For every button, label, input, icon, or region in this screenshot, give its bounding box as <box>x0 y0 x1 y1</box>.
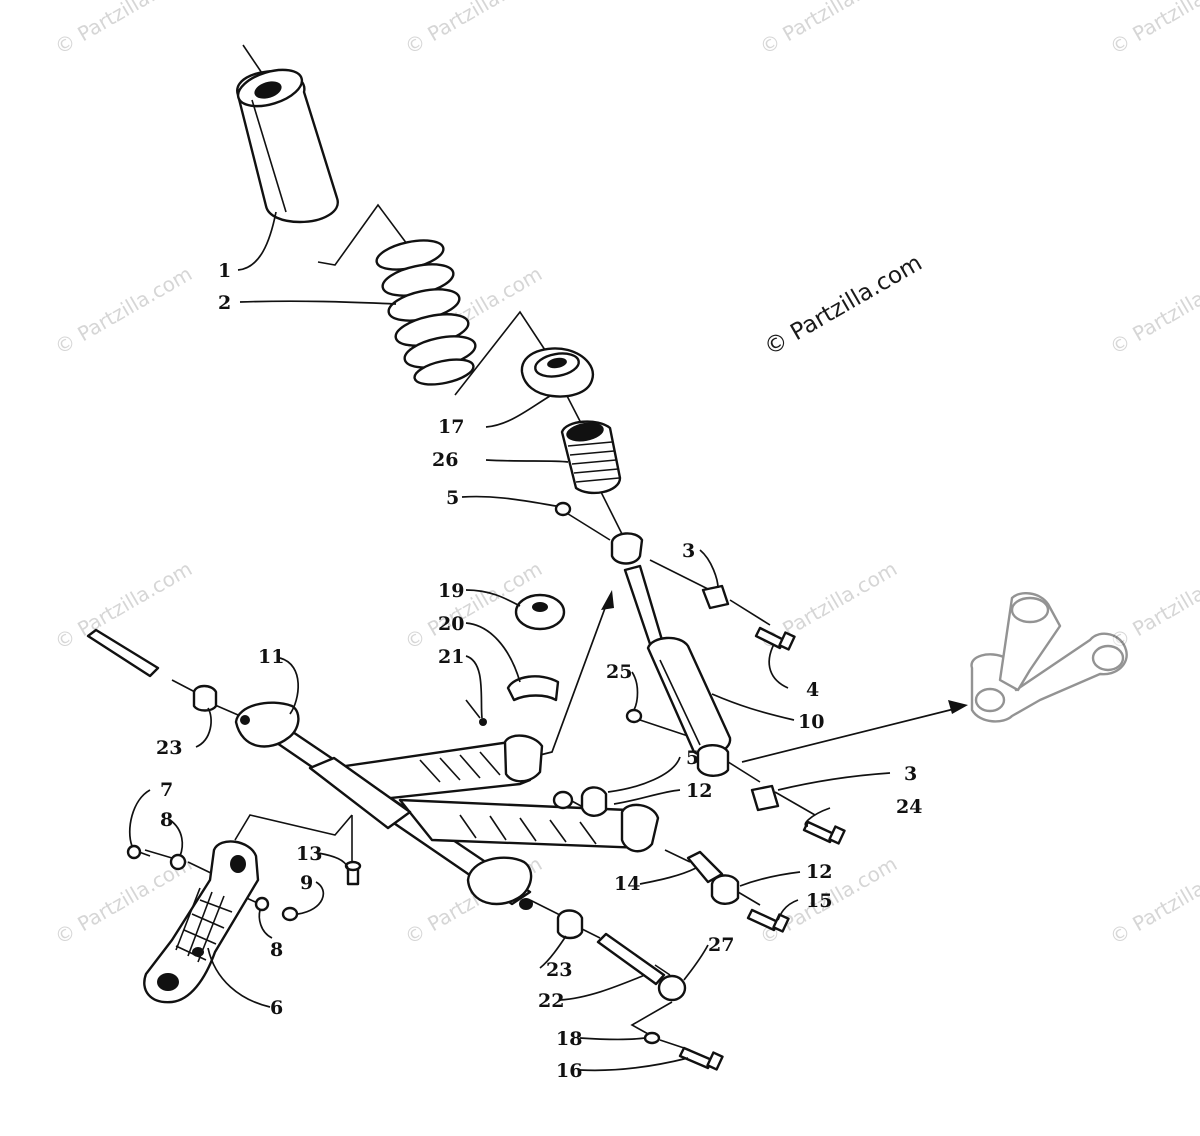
bolt-part <box>126 844 151 860</box>
pin-part <box>596 932 666 986</box>
bolt-part <box>678 1046 724 1071</box>
nut-part <box>281 906 299 922</box>
washer-part <box>169 853 187 871</box>
callout-12: 12 <box>806 861 832 883</box>
coil-spring-part <box>375 239 477 386</box>
callout-19: 19 <box>438 580 464 602</box>
direction-arrow <box>741 700 968 763</box>
watermark: © Partzilla.com <box>51 261 197 359</box>
callout-25: 25 <box>606 661 632 683</box>
watermark: © Partzilla.com <box>1106 261 1200 359</box>
callout-16: 16 <box>556 1060 582 1082</box>
callout-18: 18 <box>556 1028 582 1050</box>
callout-22: 22 <box>538 990 564 1012</box>
callout-7: 7 <box>160 779 173 801</box>
bolt-part <box>746 908 790 933</box>
callout-27: 27 <box>708 934 734 956</box>
callout-15: 15 <box>806 890 832 912</box>
callout-3: 3 <box>904 763 917 785</box>
bracket-part <box>506 675 560 702</box>
callout-8: 8 <box>160 809 173 831</box>
bolt-part <box>802 820 846 845</box>
bolt-part <box>754 626 796 651</box>
callout-6: 6 <box>270 997 283 1019</box>
bushing-part <box>710 874 740 905</box>
callout-26: 26 <box>432 449 458 471</box>
nut-part <box>552 790 574 810</box>
callout-5: 5 <box>446 487 459 509</box>
callout-5: 5 <box>686 747 699 769</box>
bushing-part <box>580 786 608 817</box>
callout-14: 14 <box>614 873 640 895</box>
callout-20: 20 <box>438 613 464 635</box>
callout-9: 9 <box>300 872 313 894</box>
explode-lines <box>144 44 816 1051</box>
callout-labels: 1 2 17 26 5 3 19 20 21 11 25 4 10 23 5 1… <box>156 260 922 1082</box>
callout-12: 12 <box>686 780 712 802</box>
callout-leaders <box>128 211 891 1072</box>
callout-24: 24 <box>896 796 922 818</box>
watermark: © Partzilla.com <box>51 556 197 654</box>
bushing-part <box>701 584 730 610</box>
callout-23: 23 <box>546 959 572 981</box>
related-assembly-ghost <box>970 592 1128 723</box>
a-arm-frame-part <box>234 701 660 910</box>
nut-part <box>625 708 643 724</box>
watermark: © Partzilla.com <box>401 0 547 59</box>
nut-part <box>554 501 572 517</box>
callout-17: 17 <box>438 416 464 438</box>
bushing-part <box>192 684 218 712</box>
callout-8: 8 <box>270 939 283 961</box>
bushing-part <box>556 909 584 940</box>
adjuster-nut-part <box>520 347 595 398</box>
callout-11: 11 <box>258 646 284 668</box>
watermark: © Partzilla.com <box>1106 0 1200 59</box>
callout-10: 10 <box>798 711 824 733</box>
callout-13: 13 <box>296 843 322 865</box>
watermark: © Partzilla.com <box>756 0 902 59</box>
washer-part <box>254 896 270 912</box>
screw-part <box>465 699 487 726</box>
grease-fitting-part <box>344 860 362 886</box>
sleeve-part <box>686 850 724 884</box>
callout-23: 23 <box>156 737 182 759</box>
rod-part <box>86 628 160 678</box>
threaded-sleeve-part <box>560 420 622 495</box>
shock-absorber-part <box>610 532 732 777</box>
callout-4: 4 <box>806 679 819 701</box>
watermark: © Partzilla.com <box>51 0 197 59</box>
copyright-label: © Partzilla.com <box>760 250 927 361</box>
lock-washer-part <box>643 1031 661 1045</box>
callout-2: 2 <box>218 292 231 314</box>
washer-part <box>657 974 687 1002</box>
watermark: © Partzilla.com <box>1106 851 1200 949</box>
bushing-part <box>750 784 780 812</box>
callout-1: 1 <box>218 260 231 282</box>
link-arm-part <box>143 840 260 1004</box>
callout-21: 21 <box>438 646 464 668</box>
spring-cover-part <box>236 68 339 224</box>
bumper-part <box>514 593 566 631</box>
callout-3: 3 <box>682 540 695 562</box>
